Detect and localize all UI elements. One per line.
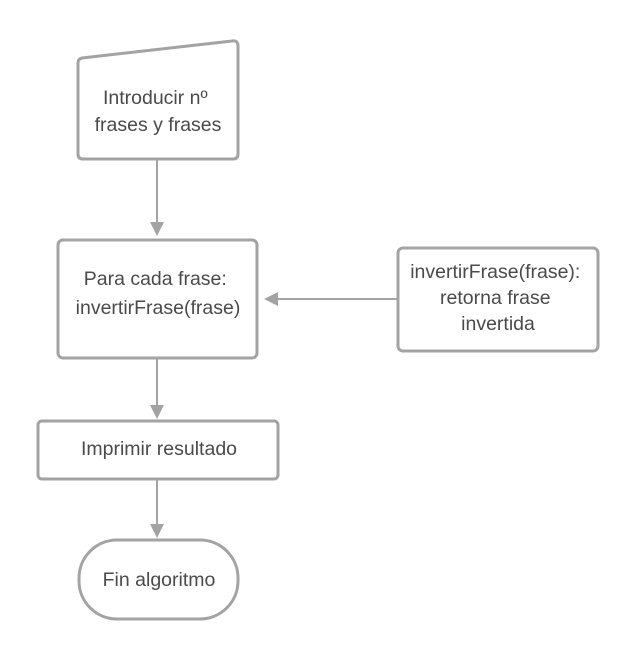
node-loop-line-1: Para cada frase: bbox=[84, 268, 227, 290]
function-process-shape bbox=[396, 246, 600, 353]
node-output: Imprimir resultado bbox=[36, 419, 280, 481]
node-loop-text: Para cada frase: invertirFrase(frase) bbox=[76, 268, 241, 319]
node-function-line-3: invertida bbox=[461, 313, 535, 335]
node-input-line-2: frases y frases bbox=[95, 114, 222, 136]
node-input: Introducir nº frases y frases bbox=[76, 39, 240, 161]
node-function-line-1: invertirFrase(frase): bbox=[410, 261, 580, 283]
node-end-line-1: Fin algoritmo bbox=[103, 569, 216, 591]
arrowhead-input-to-loop bbox=[150, 222, 164, 236]
node-input-text: Introducir nº frases y frases bbox=[95, 87, 222, 136]
arrowhead-loop-to-output bbox=[150, 405, 164, 419]
output-process-shape bbox=[36, 419, 280, 481]
node-end: Fin algoritmo bbox=[77, 538, 240, 621]
manual-input-shape bbox=[76, 39, 240, 161]
node-loop-line-2: invertirFrase(frase) bbox=[76, 297, 241, 319]
node-output-line-1: Imprimir resultado bbox=[81, 438, 237, 460]
node-end-text: Fin algoritmo bbox=[103, 569, 216, 591]
terminator-shape bbox=[77, 538, 240, 621]
node-function: invertirFrase(frase): retorna frase inve… bbox=[396, 246, 600, 353]
node-output-text: Imprimir resultado bbox=[81, 438, 237, 460]
arrowhead-output-to-end bbox=[150, 524, 164, 538]
connectors bbox=[150, 160, 398, 538]
node-function-line-2: retorna frase bbox=[440, 287, 551, 309]
arrowhead-function-to-loop bbox=[264, 292, 278, 306]
node-function-text: invertirFrase(frase): retorna frase inve… bbox=[410, 261, 586, 335]
node-loop: Para cada frase: invertirFrase(frase) bbox=[56, 238, 259, 360]
loop-process-shape bbox=[56, 238, 259, 360]
node-input-line-1: Introducir nº bbox=[103, 87, 208, 109]
